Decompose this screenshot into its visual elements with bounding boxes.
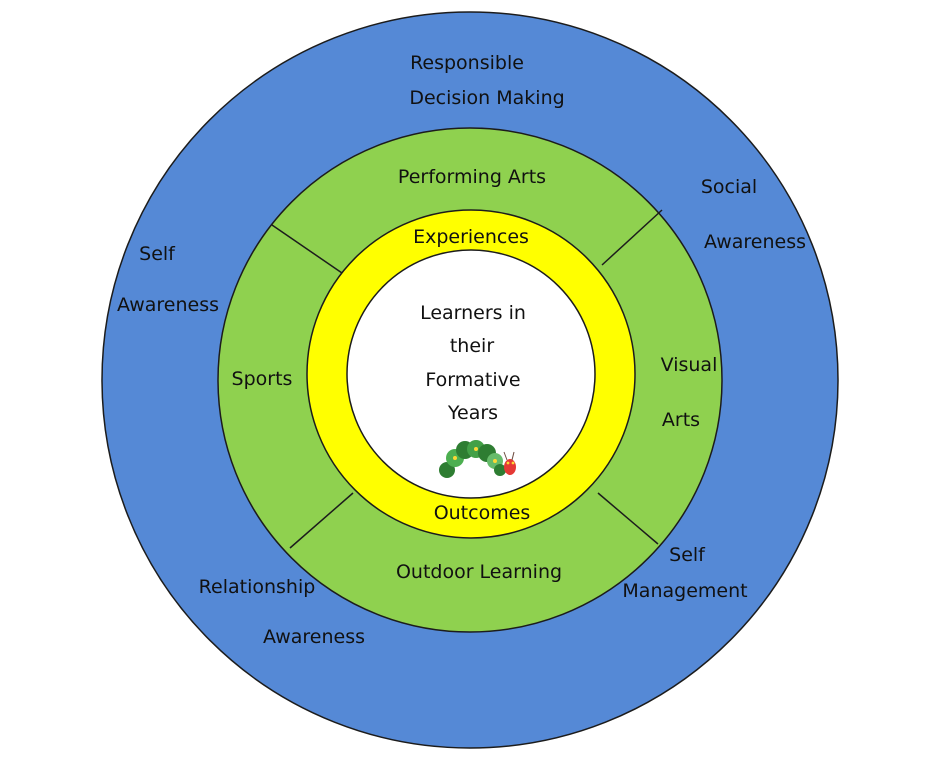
middle-label-visual-arts: Arts: [661, 409, 701, 431]
outer-label-responsible: Decision Making: [409, 87, 565, 109]
outer-label-relationship: Awareness: [262, 626, 366, 648]
outer-label-social: Awareness: [703, 231, 807, 253]
center-text-line: their: [449, 335, 495, 357]
middle-label-visual-arts: Visual: [660, 354, 718, 376]
middle-label-sports: Sports: [231, 368, 293, 390]
middle-ring-divider: [601, 209, 663, 266]
outer-label-self-awareness: Awareness: [116, 294, 220, 316]
center-text-line: Formative: [425, 369, 521, 391]
middle-label-performing-arts: Performing Arts: [397, 166, 547, 188]
center-circle: [346, 249, 596, 499]
outer-label-social: Social: [700, 176, 758, 198]
outer-label-responsible: Responsible: [410, 52, 524, 74]
caterpillar-icon: [439, 440, 516, 478]
middle-ring-divider: [289, 492, 354, 549]
inner-label-experiences: Experiences: [413, 226, 529, 248]
outer-label-self-management: Self: [669, 544, 705, 566]
outer-label-relationship: Relationship: [198, 576, 316, 598]
middle-ring-divider: [597, 492, 659, 545]
center-text-line: Learners in: [420, 302, 526, 324]
inner-label-outcomes: Outcomes: [433, 502, 531, 524]
outer-label-self-management: Management: [622, 580, 748, 602]
outer-label-self-awareness: Self: [139, 243, 175, 265]
center-text-line: Years: [447, 402, 499, 424]
middle-label-outdoor-learning: Outdoor Learning: [395, 561, 563, 583]
middle-ring-divider: [271, 224, 343, 274]
